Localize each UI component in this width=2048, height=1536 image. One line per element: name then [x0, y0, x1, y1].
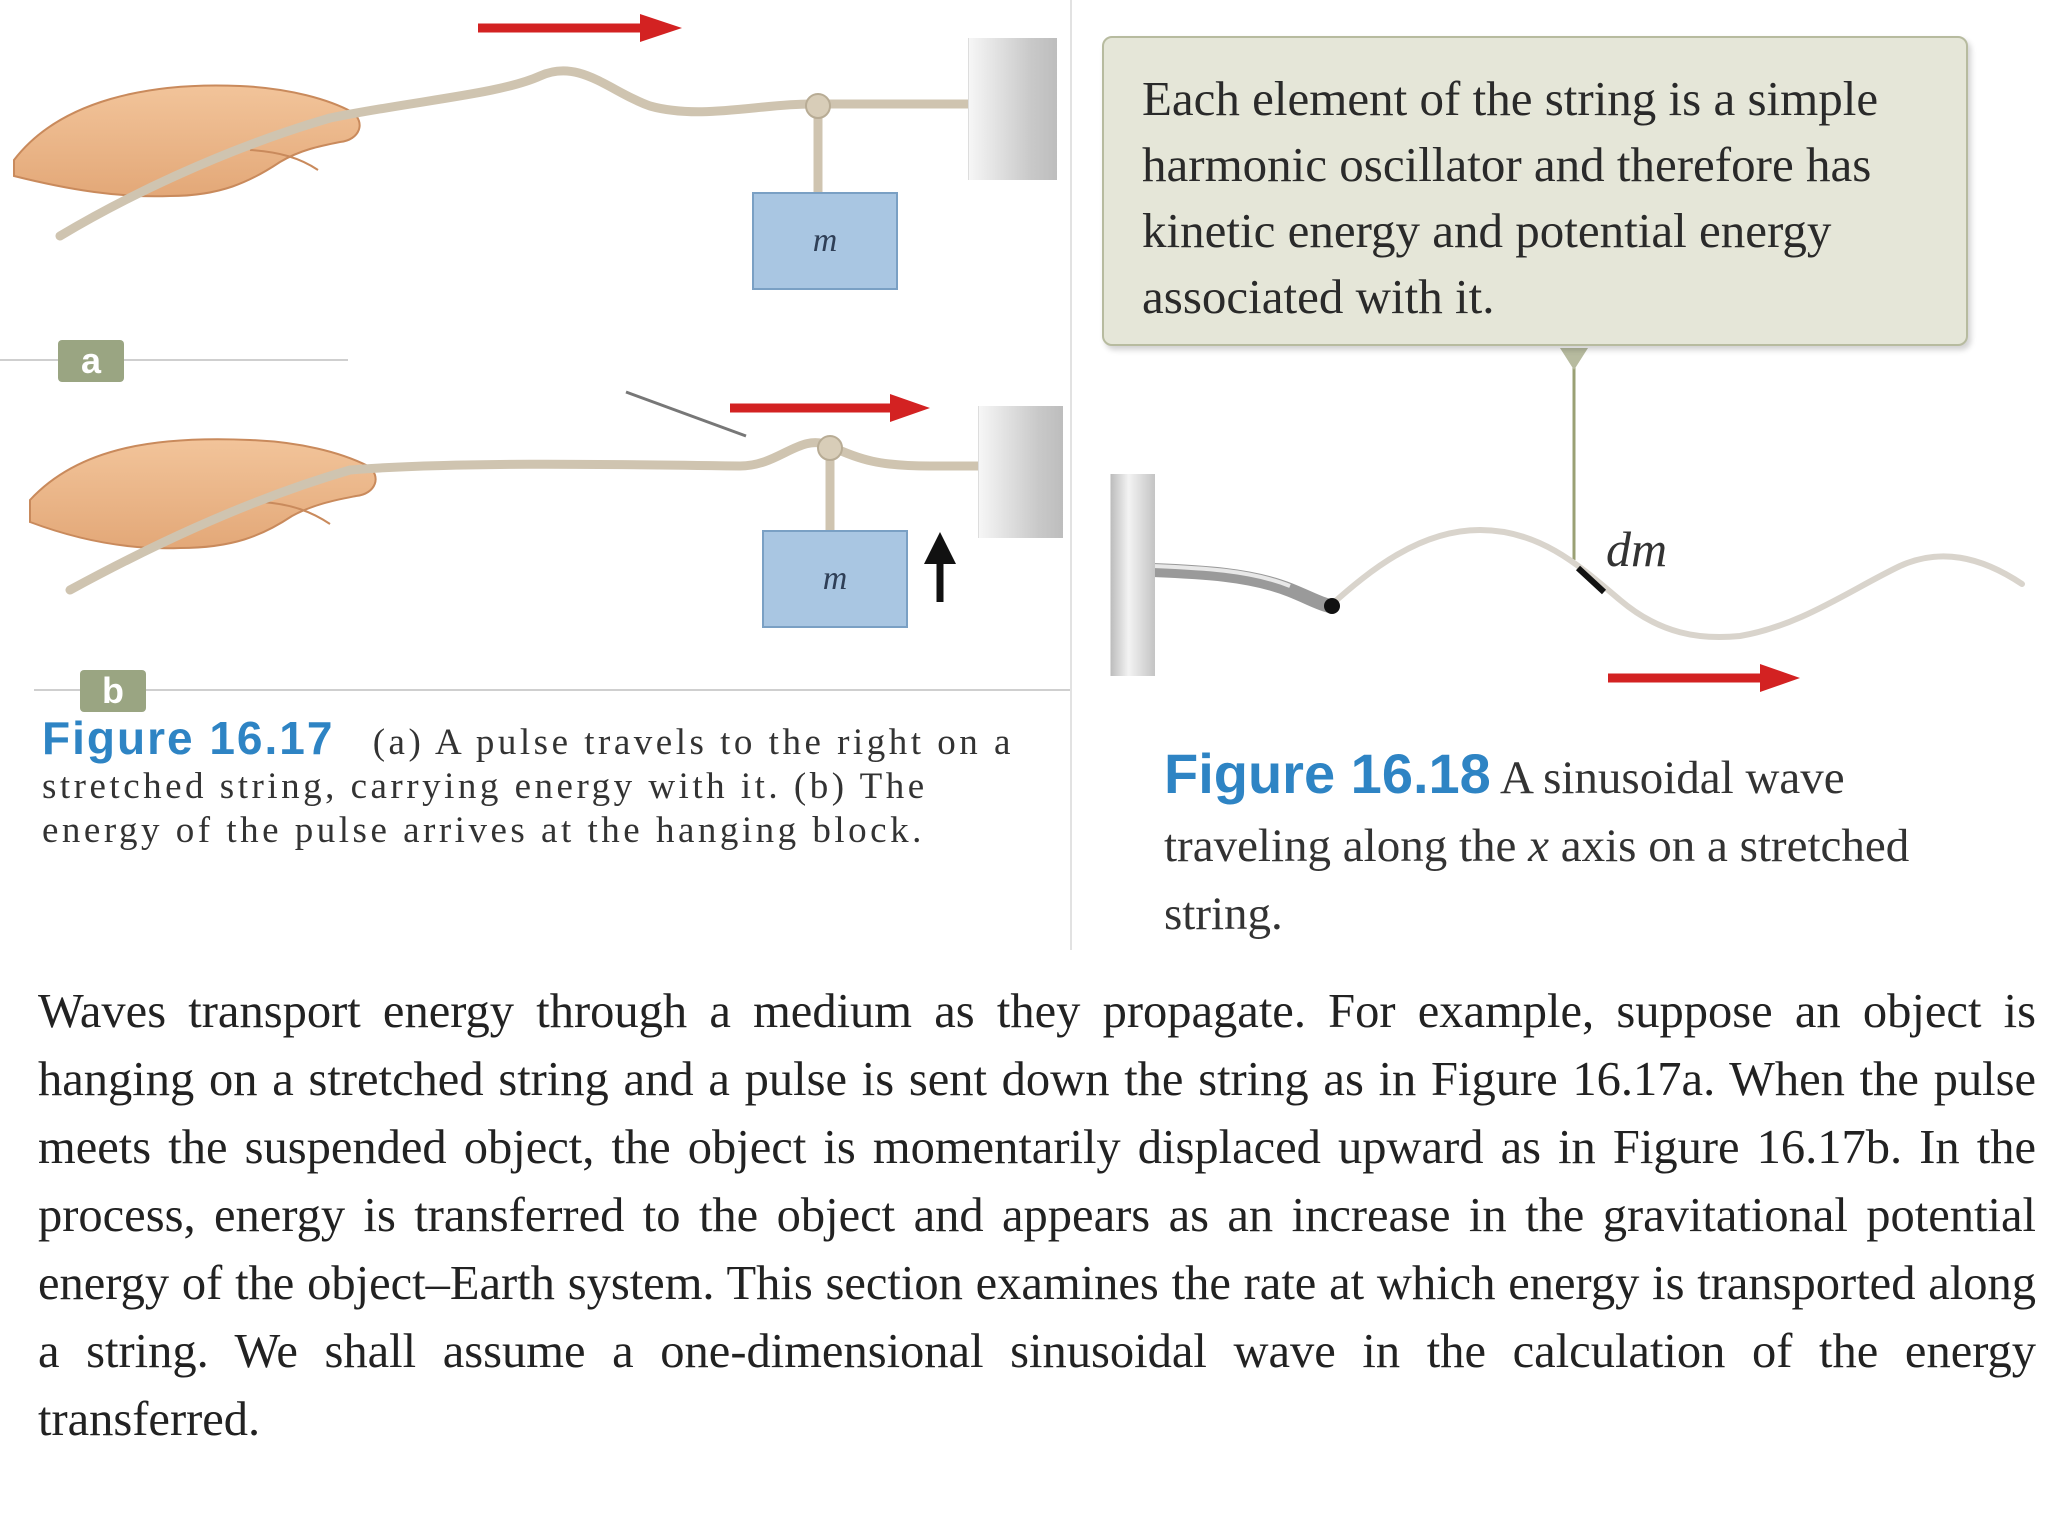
up-arrow-icon: [924, 532, 956, 602]
wall-b: [978, 406, 1063, 538]
figure-divider: [1070, 0, 1072, 950]
arrow-a: [478, 14, 682, 42]
panel-label-b: b: [80, 670, 146, 712]
panel-label-a: a: [58, 340, 124, 382]
knot-b: [817, 435, 843, 461]
dm-label: dm: [1606, 521, 1668, 577]
hanging-block-b: m: [762, 530, 908, 628]
mass-element-dm: [1575, 565, 1607, 595]
hand-b: [29, 438, 377, 550]
string-end-point: [1324, 598, 1340, 614]
figure-16-17-caption: Figure 16.17 (a) A pulse travels to the …: [42, 715, 1032, 853]
hand-a: [13, 84, 361, 198]
body-paragraph: Waves transport energy through a medium …: [38, 985, 2036, 1446]
pointer-line-b: [625, 390, 747, 438]
figure-16-18-caption-after: axis on a stretched string.: [1164, 820, 1910, 940]
knot-a: [805, 93, 831, 119]
block-a-label: m: [812, 222, 838, 259]
arrow-18: [1608, 664, 1800, 692]
figure-16-18-caption: Figure 16.18 A sinusoidal wave traveling…: [1164, 740, 1984, 948]
arrow-b: [730, 394, 930, 422]
string-attachment-highlight: [1151, 564, 1291, 588]
sinusoidal-wave: [1327, 526, 2025, 641]
block-b-label: m: [822, 560, 848, 597]
figure-16-17-label: Figure 16.17: [42, 712, 335, 764]
wall-18: [1110, 474, 1155, 676]
figure-16-18-caption-before: A sinusoidal wave traveling along the: [1164, 752, 1845, 872]
rope-a: [55, 66, 975, 241]
figure-16-18-caption-axis: x: [1528, 820, 1550, 872]
wall-a: [968, 38, 1057, 180]
figure-16-17-caption-text: (a) A pulse travels to the right on a st…: [42, 722, 1014, 851]
callout-pointer-tip: [1560, 348, 1588, 370]
string-attachment: [1145, 563, 1337, 613]
callout-box: Each element of the string is a simple h…: [1102, 36, 1968, 346]
callout-text: Each element of the string is a simple h…: [1142, 71, 1879, 324]
hanging-block-a: m: [752, 192, 898, 290]
figure-16-18-label: Figure 16.18: [1164, 742, 1491, 805]
